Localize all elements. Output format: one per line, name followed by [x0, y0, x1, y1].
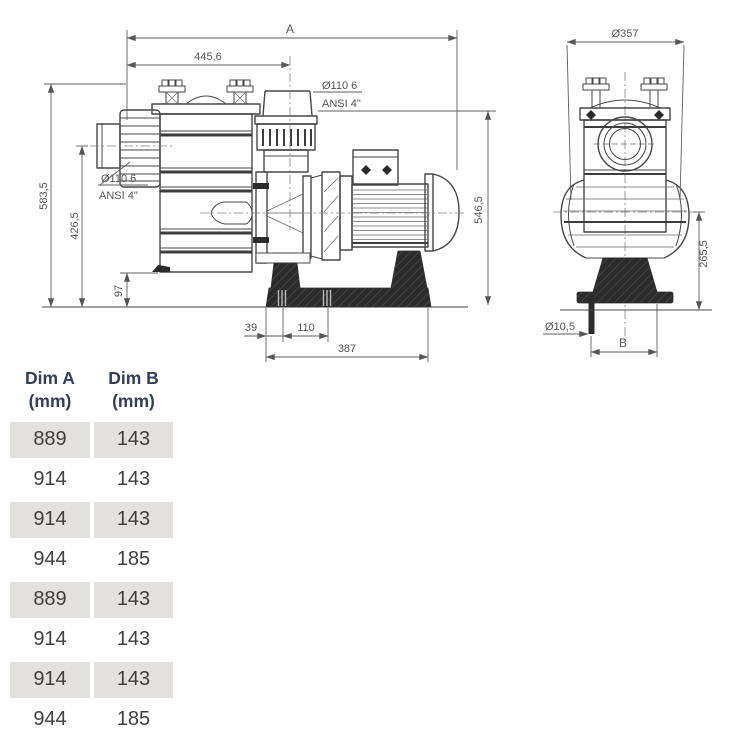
end-view-foot — [576, 257, 674, 334]
dim-b-value: 143 — [94, 581, 173, 618]
table-row: 944 185 — [10, 542, 173, 578]
dim-b-label: B — [619, 336, 627, 350]
table-row: 914 143 — [10, 622, 173, 658]
end-view-dimensions: Ø357 265,5 Ø10,5 B — [543, 28, 710, 357]
table-row: 914 143 — [10, 661, 173, 698]
inlet-dia-label: Ø110 6 — [101, 173, 136, 185]
inlet-union — [90, 109, 174, 188]
table-row: 944 185 — [10, 702, 173, 738]
dim-a-value: 944 — [33, 708, 67, 730]
dim-387-label: 387 — [338, 343, 356, 355]
table-row: 914 143 — [10, 501, 173, 538]
col-header-dim-b: Dim B (mm) — [108, 368, 159, 411]
dim-a-value: 914 — [10, 501, 90, 538]
dim-5465-label: 546,5 — [473, 196, 485, 224]
table-header-row: Dim A (mm) Dim B (mm) — [10, 367, 173, 413]
end-lid-clamp-right — [640, 77, 668, 109]
dim-b-value: 185 — [116, 708, 151, 730]
pump-base — [265, 250, 432, 308]
dim-b-value: 143 — [116, 628, 151, 650]
dim-a-value: 914 — [33, 468, 67, 490]
table-row: 914 143 — [10, 462, 173, 498]
side-view-dimensions: A 445,6 Ø110 6 ANSI 4" Ø110 6 ANSI 4" 58… — [38, 22, 496, 362]
dim-110-label: 110 — [297, 322, 315, 334]
dim-97-label: 97 — [113, 285, 125, 297]
dim-a-value: 889 — [10, 421, 90, 458]
dimensions-table: Dim A (mm) Dim B (mm) 889 143 914 143 91… — [10, 367, 173, 742]
end-lid-clamp-left — [582, 77, 610, 109]
dim-a-label: A — [286, 22, 294, 36]
volute-housing — [253, 171, 341, 264]
outlet-union — [254, 56, 318, 230]
dim-2655-label: 265,5 — [698, 240, 710, 268]
dim-4265-label: 426,5 — [69, 212, 81, 240]
dim-a-value: 914 — [10, 661, 90, 698]
dim-a-value: 944 — [33, 548, 67, 570]
dim-4456-label: 445,6 — [194, 51, 222, 63]
dia-105-label: Ø10,5 — [545, 321, 575, 333]
table-row: 889 143 — [10, 581, 173, 618]
dim-b-value: 143 — [94, 661, 173, 698]
dim-b-value: 185 — [116, 548, 151, 570]
pump-technical-drawing: A 445,6 Ø110 6 ANSI 4" Ø110 6 ANSI 4" 58… — [38, 22, 712, 362]
dim-b-value: 143 — [94, 421, 173, 458]
col-header-dim-a: Dim A (mm) — [25, 368, 75, 411]
dia-357-label: Ø357 — [612, 28, 639, 40]
dim-5835-label: 583,5 — [38, 182, 50, 210]
lid-clamp-left — [158, 79, 186, 105]
dim-a-value: 914 — [33, 628, 67, 650]
dim-39-label: 39 — [245, 322, 257, 334]
motor — [200, 149, 464, 252]
dim-b-value: 143 — [94, 501, 173, 538]
outlet-ansi-label: ANSI 4" — [322, 98, 361, 110]
table-row: 889 143 — [10, 421, 173, 458]
side-view-drawing — [42, 56, 468, 308]
dim-b-value: 143 — [116, 468, 151, 490]
dim-a-value: 889 — [10, 581, 90, 618]
lid-clamp-right — [226, 79, 254, 105]
end-view-drawing — [553, 72, 712, 344]
outlet-dia-label: Ø110 6 — [322, 80, 357, 92]
inlet-ansi-label: ANSI 4" — [99, 190, 138, 202]
